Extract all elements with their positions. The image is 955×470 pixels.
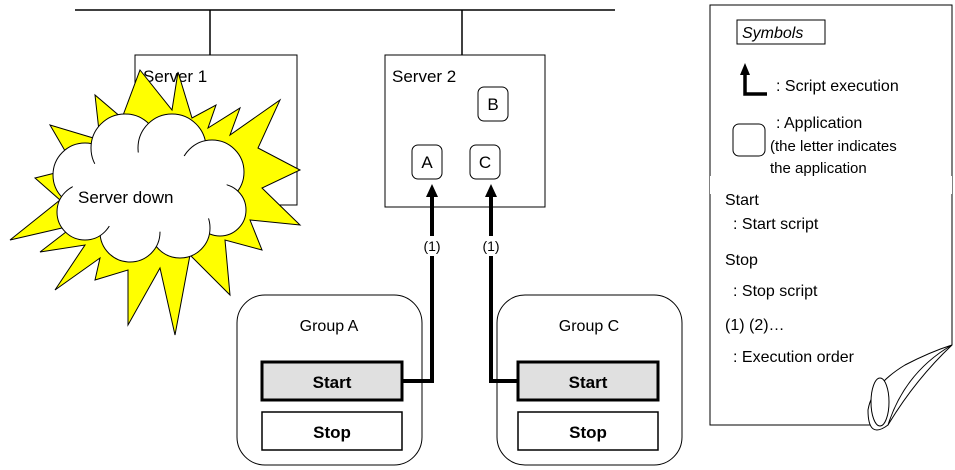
server-down-label: Server down	[78, 188, 173, 207]
group-a-stop-script	[261, 411, 403, 451]
server-1-label: Server 1	[143, 67, 207, 86]
legend-order-word: (1) (2)…	[725, 317, 785, 334]
execution-arrow-c	[489, 195, 518, 383]
application-a-label: A	[421, 153, 433, 172]
group-c-start-script	[516, 360, 660, 402]
execution-arrow-c-head	[485, 184, 497, 197]
legend-stop-word: Stop	[725, 252, 758, 269]
group-c-label: Group C	[559, 318, 619, 335]
application-b-label: B	[487, 95, 498, 114]
execution-arrow-a-head	[426, 184, 438, 197]
legend-application-icon	[732, 123, 766, 157]
group-c-start-label: Start	[569, 373, 608, 392]
legend-order-desc: : Execution order	[733, 349, 855, 366]
legend-page-curl-roll	[870, 377, 890, 427]
group-a-start-script	[260, 360, 404, 402]
group-a-label: Group A	[300, 318, 359, 335]
legend-script-execution-text: : Script execution	[776, 78, 899, 95]
group-a-start-label: Start	[313, 373, 352, 392]
application-a	[411, 144, 443, 180]
group-a-stop-label: Stop	[313, 423, 351, 442]
application-c-label: C	[479, 153, 491, 172]
execution-arrow-a	[402, 195, 434, 383]
server-2-box	[384, 54, 546, 208]
group-c-stop-script	[517, 411, 659, 451]
legend-stop-desc: : Stop script	[733, 283, 818, 300]
application-c	[469, 144, 501, 180]
legend-script-execution-icon	[743, 74, 767, 96]
legend-start-desc: : Start script	[733, 216, 819, 233]
legend-title-box	[736, 19, 826, 45]
execution-order-c: (1)	[482, 238, 499, 254]
legend-application-line-1: : Application	[776, 115, 862, 132]
legend-start-word: Start	[725, 192, 759, 209]
legend-title: Symbols	[742, 25, 803, 42]
group-c-stop-label: Stop	[569, 423, 607, 442]
execution-order-a: (1)	[423, 238, 440, 254]
legend-application-line-3: the application	[770, 160, 867, 177]
server-2-label: Server 2	[392, 67, 456, 86]
legend-application-line-2: (the letter indicates	[770, 138, 897, 155]
application-b	[477, 86, 509, 122]
server-down-cloud-core	[72, 152, 228, 232]
